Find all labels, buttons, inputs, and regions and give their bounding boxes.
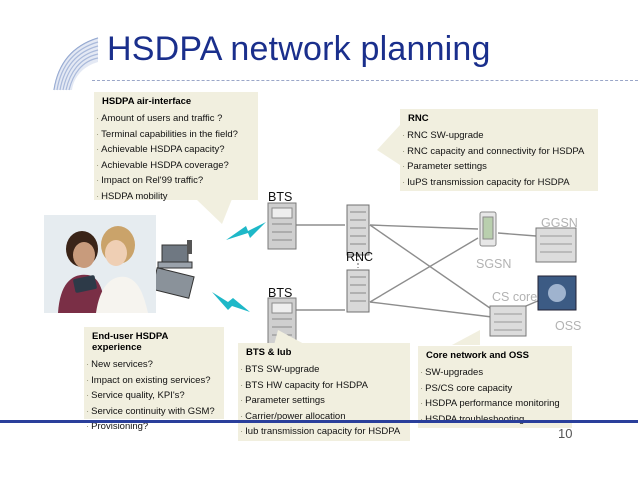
lightning-bolt-bottom xyxy=(212,292,250,312)
callout-item: Impact on existing services? xyxy=(91,373,216,389)
page-number: 10 xyxy=(558,426,573,441)
callout-heading: Core network and OSS xyxy=(426,350,529,361)
laptop-device xyxy=(157,244,193,269)
link-rnc-bottom-core xyxy=(369,301,501,319)
users-photo xyxy=(44,215,156,313)
callout-item: HSDPA mobility xyxy=(101,189,250,205)
callout-bts-iub: BTS & Iub BTS SW-upgrade BTS HW capacity… xyxy=(238,343,410,441)
callout-item: Achievable HSDPA coverage? xyxy=(101,158,250,174)
callout-item: Provisioning? xyxy=(91,419,216,435)
callout-core-oss: Core network and OSS SW-upgrades PS/CS c… xyxy=(418,346,572,428)
sgsn-unit xyxy=(479,211,497,247)
footer-rule xyxy=(0,420,638,423)
logo-icon xyxy=(53,37,99,91)
callout-item: SW-upgrades xyxy=(425,365,564,381)
callout-item: Terminal capabilities in the field? xyxy=(101,127,250,143)
handheld-device xyxy=(151,267,195,299)
ggsn-label: GGSN xyxy=(541,216,578,230)
callout-item: RNC capacity and connectivity for HSDPA xyxy=(407,144,590,160)
callout-item: HSDPA troubleshooting xyxy=(425,412,564,428)
callout-item: BTS HW capacity for HSDPA xyxy=(245,378,402,394)
callout-heading: End-user HSDPA experience xyxy=(92,331,169,353)
rnc-rack-bottom xyxy=(346,269,370,313)
rnc-rack-top xyxy=(346,204,370,256)
oss-rack xyxy=(489,305,527,337)
link-rnc-top-core xyxy=(369,224,501,316)
bts-top-cabinet xyxy=(267,202,297,250)
callout-heading: RNC xyxy=(408,113,429,124)
people-icon xyxy=(44,215,156,313)
callout-end-user: End-user HSDPA experience New services? … xyxy=(84,327,224,432)
callout-rnc: RNC RNC SW-upgrade RNC capacity and conn… xyxy=(400,109,598,191)
callout-item: Carrier/power allocation xyxy=(245,409,402,425)
bts-bottom-label: BTS xyxy=(268,286,293,300)
callout-item: Parameter settings xyxy=(245,393,402,409)
callout-item: Impact on Rel'99 traffic? xyxy=(101,173,250,189)
connection-lines xyxy=(295,224,541,319)
callout-item: Achievable HSDPA capacity? xyxy=(101,142,250,158)
ggsn-rack xyxy=(535,227,577,263)
link-sgsn-ggsn xyxy=(497,232,537,237)
callout-item: New services? xyxy=(91,357,216,373)
callout-item: Service quality, KPI's? xyxy=(91,388,216,404)
link-rnc-top-sgsn xyxy=(369,224,479,230)
oss-label: OSS xyxy=(555,319,582,333)
cs-core-unit xyxy=(537,275,577,311)
title-underline xyxy=(92,80,638,82)
lightning-bolt-top xyxy=(226,222,266,240)
logo xyxy=(48,34,104,94)
link-rnc-bottom-sgsn xyxy=(369,237,479,303)
callout-heading: BTS & Iub xyxy=(246,347,292,358)
callout-heading: HSDPA air-interface xyxy=(102,96,192,107)
cs-core-label: CS core xyxy=(492,290,538,304)
callout-air-interface: HSDPA air-interface Amount of users and … xyxy=(94,92,258,202)
phone-device xyxy=(187,240,192,254)
bts-bottom-cabinet xyxy=(267,297,297,345)
callout-item: Parameter settings xyxy=(407,159,590,175)
callout-item: Amount of users and traffic ? xyxy=(101,111,250,127)
callout-item: HSDPA performance monitoring xyxy=(425,396,564,412)
sgsn-label: SGSN xyxy=(476,257,512,271)
page-title: HSDPA network planning xyxy=(107,30,491,68)
bts-top-label: BTS xyxy=(268,190,293,204)
callout-item: PS/CS core capacity xyxy=(425,381,564,397)
callout-item: BTS SW-upgrade xyxy=(245,362,402,378)
callout-item: RNC SW-upgrade xyxy=(407,128,590,144)
callout-item: Service continuity with GSM? xyxy=(91,404,216,420)
callout-item: IuPS transmission capacity for HSDPA xyxy=(407,175,590,191)
callout-item: Iub transmission capacity for HSDPA xyxy=(245,424,402,440)
rnc-label: RNC xyxy=(346,250,374,264)
